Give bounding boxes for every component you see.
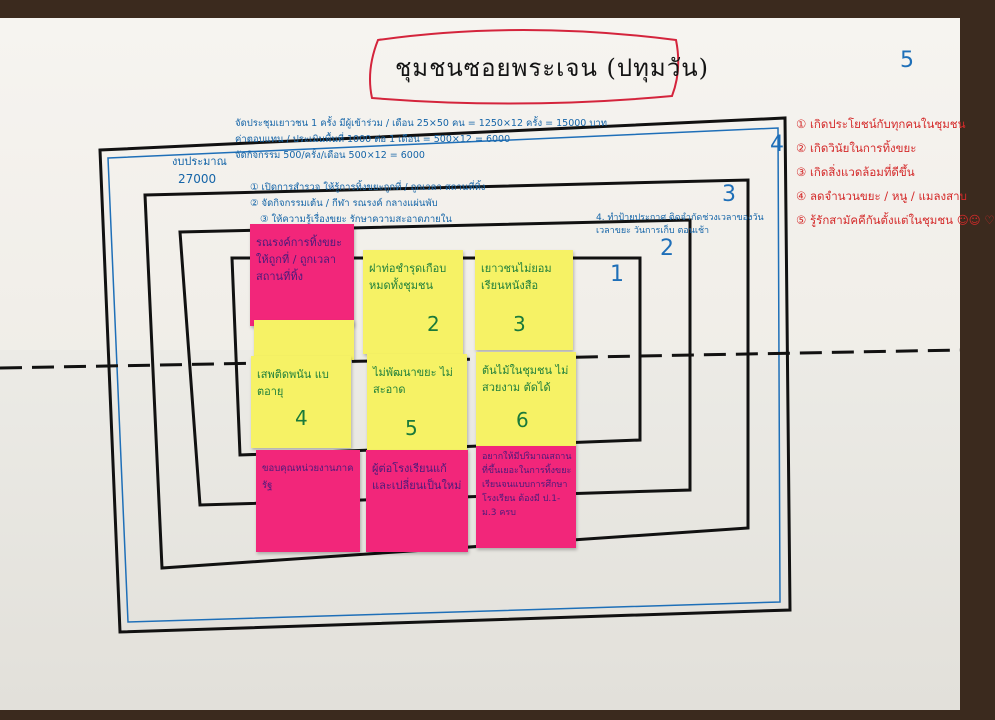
sticky-note-8: ผู้ต่อโรงเรียนแก้และเปลี่ยนเป็นใหม่ [366,450,468,552]
outcome-2: ② เกิดวินัยในการทิ้งขยะ [796,141,917,155]
outcome-4: ④ ลดจำนวนขยะ / หนู / แมลงสาบ [796,189,967,203]
outcomes-list: ① เกิดประโยชน์กับทุกคนในชุมชน ② เกิดวินั… [796,112,995,232]
ring-number-4: 4 [770,132,784,157]
sticky-note-7: ขอบคุณหน่วยงานภาครัฐ [256,450,360,552]
budget-line-2: ค่าตอบแทน / ประเมินพื้นที่ 1000 ต่อ 1 เด… [235,134,511,145]
sticky-note-2-text: ฝาท่อชำรุดเกือบหมดทั้งชุมชน [369,262,447,292]
sticky-note-9-text: อยากให้มีปริมาณสถานที่ขึ้นเยอะในการทิ้งข… [482,452,572,518]
page-title: ชุมชนซอยพระเจน (ปทุมวัน) [395,54,709,82]
ring-number-1: 1 [610,262,624,287]
activity-2: ② จัดกิจกรรมเต้น / กีฬา รณรงค์ กลางแผ่นพ… [250,198,438,209]
outcome-5: ⑤ รู้รักสามัคคีกันตั้งแต่ในชุมชน ☺☺ ♡ [796,213,995,227]
frame-3 [143,178,750,570]
sticky-note-5-number: 5 [405,416,418,440]
activity-3: ③ ให้ความรู้เรื่องขยะ รักษาความสะอาดภายใ… [260,214,452,225]
budget-line-3: จัดกิจกรรม 500/ครั้ง/เดือน 500×12 = 6000 [235,150,425,161]
sticky-note-5: ไม่พัฒนาขยะ ไม่สะอาด 5 [367,354,467,450]
frame-2 [178,218,692,507]
activity-1: ① เปิดการสำรวจ ให้รู้การทิ้งขยะถูกที่ / … [250,182,486,193]
sticky-note-6-text: ต้นไม้ในชุมชน ไม่สวยงาม ตัดได้ [482,364,569,394]
sticky-note-4: เสพติดพนัน แบตอายุ 4 [251,356,351,448]
sticky-note-4-text: เสพติดพนัน แบตอายุ [257,368,329,398]
sticky-note-3-text: เยาวชนไม่ยอมเรียนหนังสือ [481,262,552,292]
sticky-note-2: ฝาท่อชำรุดเกือบหมดทั้งชุมชน 2 [363,250,463,354]
budget-label: งบประมาณ [172,155,227,168]
sticky-note-9: อยากให้มีปริมาณสถานที่ขึ้นเยอะในการทิ้งข… [476,446,576,548]
title-border [369,29,680,105]
activity-4: 4. ทำป้ายประกาศ ติดจำกัดช่วงเวลาของวันเว… [596,213,764,236]
frame-outer [98,116,792,634]
sticky-note-6: ต้นไม้ในชุมชน ไม่สวยงาม ตัดได้ 6 [476,352,576,446]
sticky-note-6-number: 6 [516,408,529,432]
page-number: 5 [900,48,914,73]
sticky-note-4-number: 4 [295,406,308,430]
outcome-3: ③ เกิดสิ่งแวดล้อมที่ดีขึ้น [796,165,915,179]
budget-line-1: จัดประชุมเยาวชน 1 ครั้ง มีผู้เข้าร่วม / … [235,118,607,129]
budget-amount: 27000 [178,172,217,186]
sticky-note-3-number: 3 [513,312,526,336]
sticky-note-1-text: รณรงค์การทิ้งขยะให้ถูกที่ / ถูกเวลา สถาน… [256,236,342,283]
sticky-note-3: เยาวชนไม่ยอมเรียนหนังสือ 3 [475,250,573,350]
outcome-1: ① เกิดประโยชน์กับทุกคนในชุมชน [796,117,966,131]
sticky-note-7-text: ขอบคุณหน่วยงานภาครัฐ [262,463,354,491]
sticky-note-2-number: 2 [427,312,440,336]
sticky-note-1: รณรงค์การทิ้งขยะให้ถูกที่ / ถูกเวลา สถาน… [250,224,354,326]
ring-number-2: 2 [660,236,674,261]
sticky-note-1-underlay [254,320,354,360]
frame-outer-inner-line [107,127,781,623]
ring-number-3: 3 [722,182,736,207]
sticky-note-5-text: ไม่พัฒนาขยะ ไม่สะอาด [373,366,453,396]
sticky-note-8-text: ผู้ต่อโรงเรียนแก้และเปลี่ยนเป็นใหม่ [372,462,462,492]
